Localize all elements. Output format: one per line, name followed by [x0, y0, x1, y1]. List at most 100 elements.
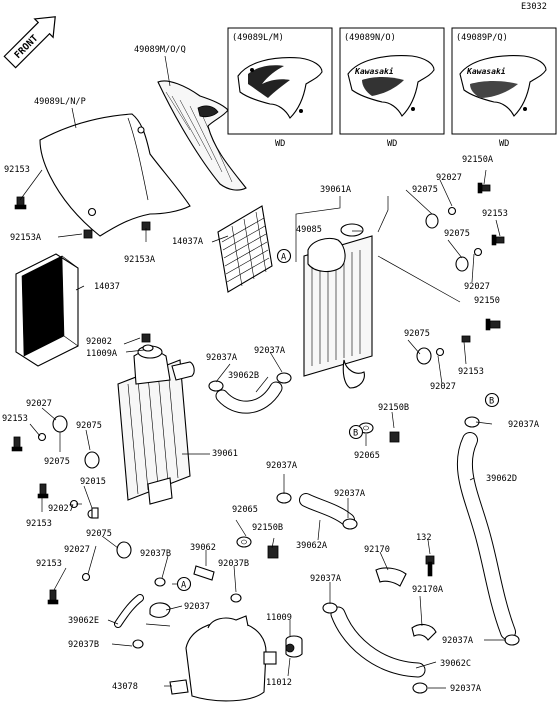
hose-39062b — [215, 381, 283, 414]
part-label: 11009 — [266, 613, 292, 623]
part-label: 92015 — [80, 477, 106, 487]
ref-marker-b-1: B — [348, 424, 364, 440]
grommet-icon — [52, 415, 68, 433]
hose-clamp-icon — [154, 577, 166, 587]
part-label: 92037A — [442, 636, 474, 646]
shroud-right — [157, 80, 247, 191]
clamp-92170a — [411, 623, 437, 641]
collar-icon — [81, 572, 91, 582]
part-label: 92075 — [444, 229, 470, 239]
part-label: 92037A — [266, 461, 298, 471]
hose-39062d — [456, 432, 516, 640]
bolt-icon — [485, 318, 501, 331]
hose-clamp-icon — [132, 639, 144, 649]
clip-icon — [91, 507, 99, 519]
part-label: 92037A — [254, 346, 286, 356]
part-label: 49085 — [296, 225, 322, 235]
shroud-graphic-icon — [237, 57, 323, 119]
part-label: 92027 — [464, 282, 490, 292]
variant-box-lm: (49089L/M) WD — [227, 27, 333, 149]
part-label: 92153A — [124, 255, 156, 265]
variant-box-no: (49089N/O) Kawasaki WD — [339, 27, 445, 149]
part-label: 39062C — [440, 659, 471, 669]
washer-icon — [142, 344, 154, 352]
variant-code: (49089N/O) — [344, 33, 396, 43]
part-label: 92153 — [26, 519, 52, 529]
variant-caption: WD — [275, 139, 285, 149]
part-label: 92065 — [232, 505, 258, 515]
part-label: 92037A — [310, 574, 342, 584]
radiator-guard-left — [15, 253, 79, 367]
variant-code: (49089P/Q) — [456, 33, 508, 43]
bolt-icon — [141, 333, 151, 343]
clamp-92170 — [375, 567, 407, 587]
part-label: 92037A — [450, 684, 482, 694]
bolt-icon — [389, 431, 400, 443]
logo-text: Kawasaki — [466, 66, 506, 76]
collar-icon — [37, 432, 47, 442]
hose-39062a — [299, 493, 355, 527]
bolt-icon — [267, 545, 279, 559]
bolt-icon — [37, 483, 49, 499]
hardware — [11, 182, 520, 694]
part-label: 92027 — [48, 504, 74, 514]
ref-marker-label: A — [281, 253, 287, 263]
part-label: 92075 — [86, 529, 112, 539]
part-label: 49089L/N/P — [34, 97, 86, 107]
bolt-icon — [461, 335, 471, 343]
washer-icon — [236, 536, 252, 548]
part-label: 92150B — [378, 403, 409, 413]
part-label: 92037A — [334, 489, 366, 499]
shroud-graphic-icon: Kawasaki — [459, 55, 547, 117]
part-label: 92027 — [64, 545, 90, 555]
part-label: 92027 — [430, 382, 456, 392]
hose-39062e — [114, 594, 144, 628]
part-label: 11012 — [266, 678, 292, 688]
part-label: 11009A — [86, 349, 118, 359]
front-arrow: FRONT — [3, 16, 56, 69]
bolt-icon — [11, 436, 23, 452]
ref-marker-b-2: B — [484, 392, 500, 408]
part-label: 14037A — [172, 237, 204, 247]
part-label: 92075 — [404, 329, 430, 339]
hose-clamp-icon — [342, 518, 358, 530]
part-label: 39062D — [486, 474, 517, 484]
hose-clamp-icon — [276, 492, 292, 504]
diagram-id: E3032 — [521, 2, 547, 12]
part-label: 92037B — [68, 640, 99, 650]
radiator-right — [303, 223, 373, 389]
reservoir-tank — [169, 615, 277, 702]
part-label: 92075 — [412, 185, 438, 195]
part-label: 92153 — [4, 165, 30, 175]
variant-caption: WD — [499, 139, 509, 149]
part-label: 39062E — [68, 616, 99, 626]
clip-icon — [83, 229, 93, 239]
part-label: 92037B — [218, 559, 249, 569]
radiator-left — [117, 345, 195, 505]
hose-39062c — [330, 606, 426, 678]
part-label: 49089M/O/Q — [134, 45, 186, 55]
bolt-icon — [477, 182, 491, 194]
part-label: 39062B — [228, 371, 259, 381]
collar-icon — [435, 347, 445, 357]
part-label: 39061A — [320, 185, 352, 195]
grommet-icon — [416, 347, 432, 365]
part-label: 39062A — [296, 541, 328, 551]
grommet-icon — [116, 541, 132, 559]
ref-marker-a-1: A — [276, 248, 292, 264]
part-label: 92027 — [436, 173, 462, 183]
part-label: 92037A — [206, 353, 238, 363]
ref-marker-a-2: A — [172, 576, 192, 592]
part-label: 92037B — [140, 549, 171, 559]
part-label: 92037A — [508, 420, 540, 430]
bolt-icon — [425, 555, 435, 577]
part-label: 132 — [416, 533, 432, 543]
variant-code: (49089L/M) — [232, 33, 284, 43]
hose-clamp-icon — [412, 682, 428, 694]
part-labels: 49089M/O/Q 49089L/N/P 92153 92153A 92153… — [2, 45, 540, 694]
part-label: 92153 — [2, 414, 28, 424]
collar-icon — [473, 247, 483, 257]
part-label: 92153 — [36, 559, 62, 569]
hose-clamp-icon — [504, 634, 520, 646]
